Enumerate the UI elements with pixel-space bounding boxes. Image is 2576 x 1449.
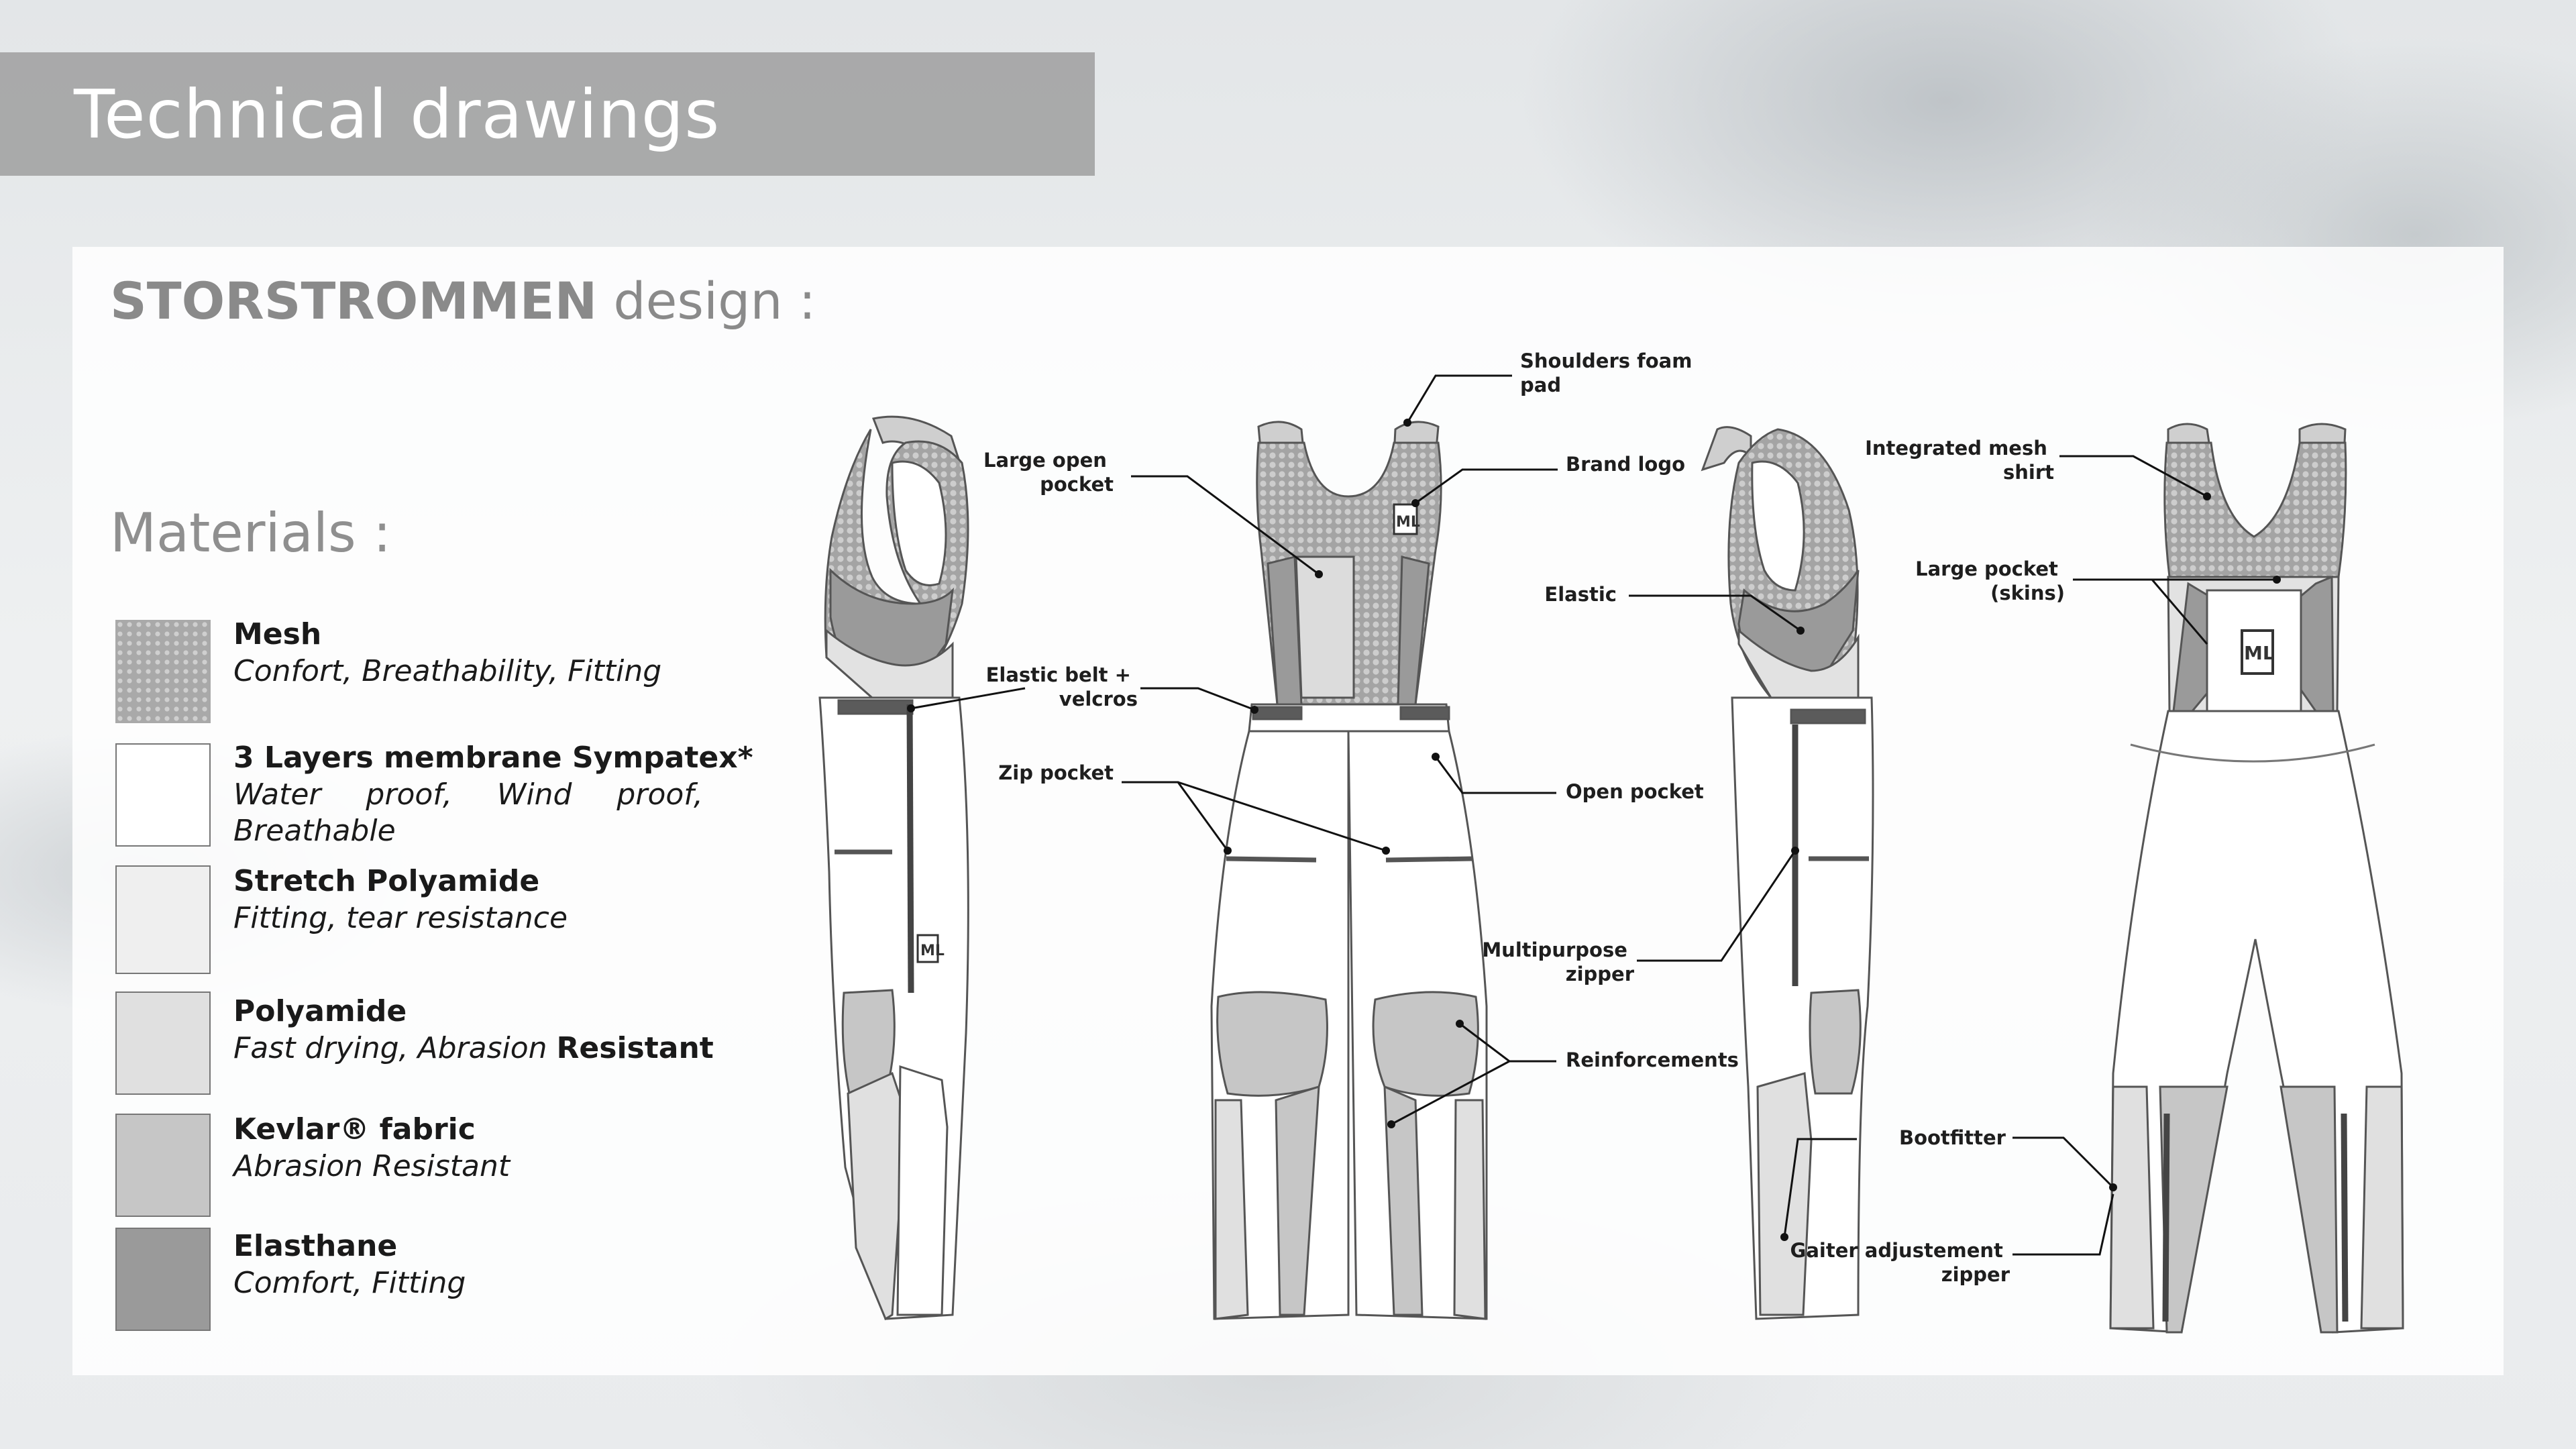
stretch-polyamide-swatch [115, 865, 211, 974]
material-name: 3 Layers membrane Sympatex* [233, 741, 753, 775]
design-title: STORSTROMMEN design : [110, 271, 816, 331]
callout-line: Integrated mesh [1865, 437, 2047, 460]
brand-logo-icon [1393, 503, 1418, 535]
callout-brand-logo: Brand logo [1566, 453, 1685, 476]
callout-line: pad [1520, 374, 1561, 396]
leader-dots [907, 419, 2281, 1241]
material-desc: Confort, Breathability, Fitting [233, 654, 662, 688]
callout-line: zipper [1566, 963, 1635, 985]
brand-logo-icon [2241, 629, 2274, 675]
callout-line: pocket [1040, 473, 1114, 496]
membrane-swatch [115, 743, 211, 847]
leader-lines [910, 374, 2277, 1256]
callout-line: Gaiter adjustement [1790, 1239, 2003, 1262]
material-desc: Abrasion Resistant [233, 1149, 511, 1183]
material-desc: Comfort, Fitting [233, 1266, 466, 1300]
page-title: Technical drawings [74, 75, 720, 154]
svg-text:ML: ML [2244, 642, 2275, 664]
side-view-right [1701, 426, 1874, 1320]
materials-heading: Materials : [110, 502, 392, 564]
callout-line: zipper [1941, 1263, 2010, 1286]
callout-large-open-pocket: Large open pocket [983, 449, 1114, 496]
callout-shoulders-foam-pad: Shoulders foam pad [1520, 350, 1699, 396]
brand-logo-icon [916, 934, 939, 963]
callout-integrated-mesh-shirt: Integrated mesh shirt [1865, 437, 2054, 484]
material-name: Stretch Polyamide [233, 864, 540, 898]
side-view-left: ML [818, 415, 969, 1321]
kevlar-swatch [115, 1114, 211, 1217]
polyamide-swatch [115, 991, 211, 1095]
callout-bootfitter: Bootfitter [1899, 1126, 2006, 1149]
callout-line: Large open [983, 449, 1107, 472]
callout-line: Multipurpose [1482, 938, 1627, 961]
callout-labels: Shoulders foam pad Large open pocket Bra… [983, 350, 2065, 1286]
callout-line: shirt [2003, 461, 2054, 484]
title-bar [0, 52, 1095, 176]
callout-elastic-belt: Elastic belt + velcros [986, 663, 1138, 710]
callout-gaiter-zipper: Gaiter adjustement zipper [1790, 1239, 2010, 1286]
material-desc-bold: Resistant [556, 1031, 714, 1065]
svg-text:ML: ML [1396, 514, 1420, 531]
callout-line: Elastic belt + [986, 663, 1131, 686]
material-desc: Water proof, Wind proof, Breathable [233, 777, 703, 848]
back-view: ML [2109, 423, 2404, 1334]
callout-multipurpose-zipper: Multipurpose zipper [1482, 938, 1634, 985]
callout-open-pocket: Open pocket [1566, 780, 1704, 803]
callout-reinforcements: Reinforcements [1566, 1049, 1739, 1071]
elasthane-swatch [115, 1228, 211, 1331]
design-name: STORSTROMMEN [110, 271, 598, 331]
callout-large-pocket-skins: Large pocket (skins) [1915, 557, 2065, 604]
callout-elastic: Elastic [1544, 583, 1617, 606]
mesh-swatch [115, 620, 211, 723]
material-name: Kevlar® fabric [233, 1112, 476, 1146]
front-view: ML [1210, 421, 1488, 1320]
callout-line: Shoulders foam [1520, 350, 1692, 372]
material-desc: Fast drying, Abrasion Resistant [233, 1030, 743, 1067]
callout-line: velcros [1059, 688, 1138, 710]
callout-line: Large pocket [1915, 557, 2058, 580]
material-name: Elasthane [233, 1229, 398, 1263]
svg-text:ML: ML [920, 943, 945, 959]
material-name: Mesh [233, 617, 322, 651]
callout-line: (skins) [1990, 582, 2065, 604]
material-desc-italic: Fast drying, Abrasion [233, 1031, 557, 1065]
material-name: Polyamide [233, 994, 407, 1028]
design-suffix: design : [597, 271, 816, 331]
callout-zip-pocket: Zip pocket [998, 761, 1114, 784]
material-desc: Fitting, tear resistance [233, 901, 568, 935]
